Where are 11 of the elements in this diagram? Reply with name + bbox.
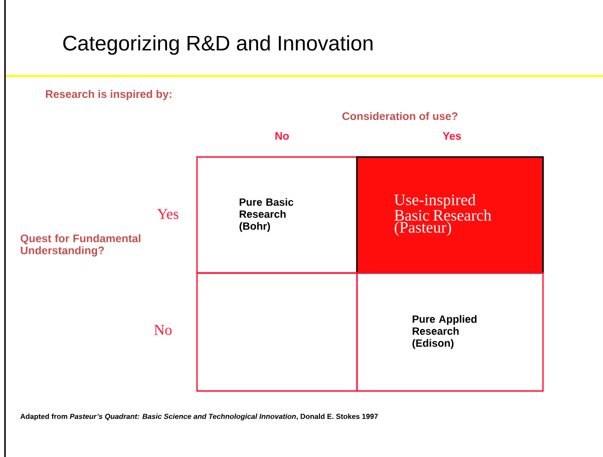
slide-title: Categorizing R&D and Innovation: [63, 35, 372, 55]
axis-title: Quest for Fundamental Understanding?: [20, 234, 140, 256]
quadrant-box: Pure Applied Research (Edison): [356, 272, 544, 392]
column-label: Yes: [442, 132, 462, 140]
row-label: No: [154, 325, 172, 335]
empty-quadrant: [196, 272, 358, 392]
axis-title: Consideration of use?: [342, 112, 458, 120]
row-label: Yes: [157, 209, 178, 219]
column-label: No: [275, 132, 289, 140]
highlighted-quadrant: Use-inspired Basic Research (Pasteur): [356, 156, 544, 274]
question-label: Research is inspired by:: [46, 90, 172, 100]
